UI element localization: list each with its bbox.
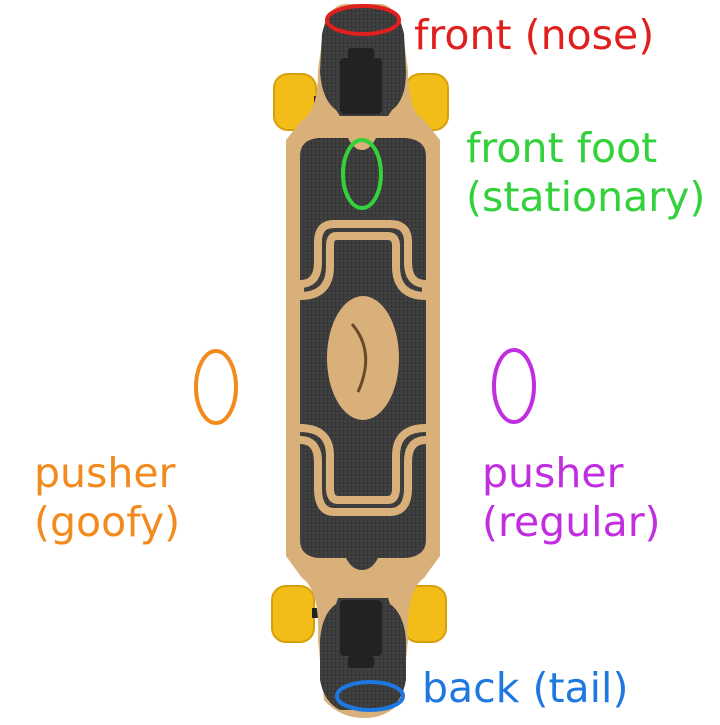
wheel-shape [271, 585, 315, 643]
regular-pusher-label-line-1: pusher [482, 449, 624, 497]
front-nose-label: front (nose) [414, 11, 654, 60]
deck-inlay-pattern [296, 220, 430, 516]
front-nose-marker [325, 4, 401, 36]
back-truck-hanger [348, 656, 374, 668]
deck-logo-icon [327, 296, 399, 420]
front-foot-marker [341, 138, 383, 210]
goofy-pusher-label: pusher (goofy) [34, 449, 180, 547]
nose-cutout [352, 118, 372, 142]
regular-pusher-label-line-2: (regular) [482, 498, 661, 547]
front-foot-label-line-1: front foot [466, 124, 658, 172]
regular-pusher-marker [492, 348, 536, 424]
front-truck-baseplate [340, 58, 382, 114]
goofy-pusher-label-line-1: pusher [34, 449, 176, 497]
goofy-pusher-label-line-2: (goofy) [34, 498, 181, 547]
goofy-pusher-marker [194, 349, 238, 425]
back-tail-marker [335, 680, 405, 712]
back-tail-label: back (tail) [422, 664, 628, 713]
front-foot-label: front foot (stationary) [466, 124, 705, 222]
front-truck-hanger [348, 48, 374, 60]
regular-pusher-label: pusher (regular) [482, 449, 661, 547]
back-left-wheel [271, 585, 315, 643]
tail-cutout [352, 574, 372, 596]
deck-logo-mark [350, 323, 368, 393]
back-tail-label-line-1: back (tail) [422, 664, 629, 712]
front-foot-label-line-2: (stationary) [466, 173, 706, 222]
back-truck-baseplate [340, 600, 382, 656]
deck-inlay-inner [299, 232, 427, 504]
front-nose-label-line-1: front (nose) [414, 11, 655, 59]
